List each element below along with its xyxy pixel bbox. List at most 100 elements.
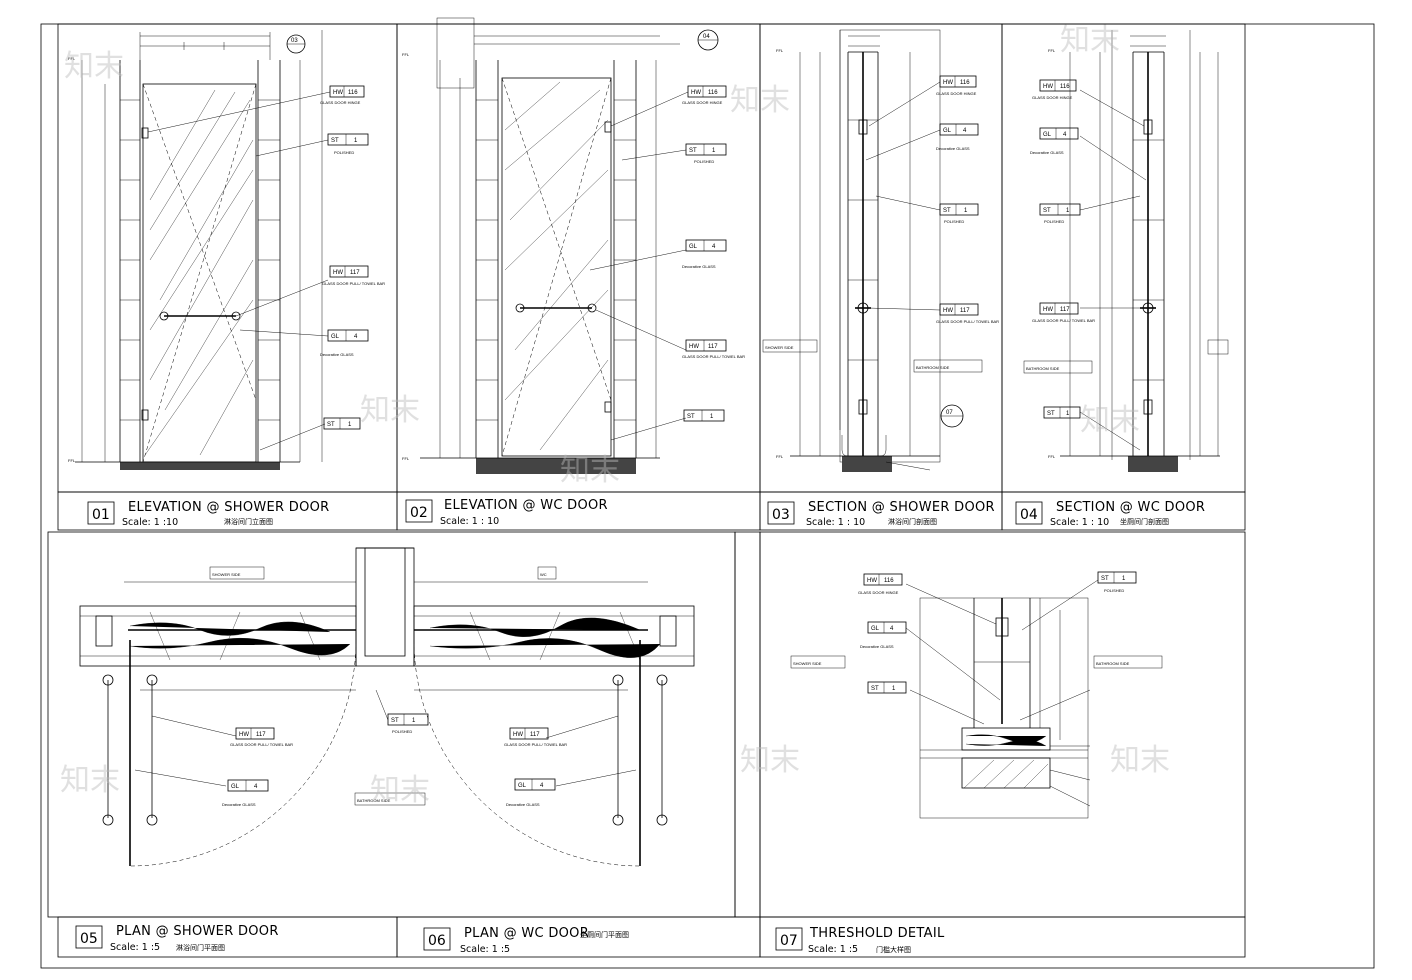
p03-tag-hw117: HW 117 GLASS DOOR PULL/ TOWEL BAR xyxy=(936,303,999,324)
svg-text:Scale: 1 :5: Scale: 1 :5 xyxy=(110,942,160,953)
svg-text:ST: ST xyxy=(327,422,335,428)
bottom-row-frames xyxy=(47,531,1246,958)
svg-text:HW: HW xyxy=(1043,84,1053,90)
svg-text:FFL: FFL xyxy=(1048,48,1056,53)
p03-tag-gl4: GL 4 Decorative GLASS xyxy=(936,123,979,151)
svg-text:GL: GL xyxy=(943,128,952,134)
panel-01-drawing: 03 xyxy=(68,30,385,470)
p07-tag-st1: ST 1 POLISHED xyxy=(1097,571,1137,593)
svg-text:ST: ST xyxy=(331,138,339,144)
svg-text:PLAN @ SHOWER DOOR: PLAN @ SHOWER DOOR xyxy=(116,924,279,939)
svg-text:1: 1 xyxy=(712,148,716,154)
svg-text:HW: HW xyxy=(333,90,343,96)
panel-02-drawing: 04 xyxy=(402,17,745,474)
svg-text:ST: ST xyxy=(1101,576,1109,582)
callout-03-label: 03 xyxy=(291,38,298,44)
svg-text:06: 06 xyxy=(428,933,446,949)
svg-text:PLAN @ WC DOOR: PLAN @ WC DOOR xyxy=(464,926,589,941)
title-block-01: 01 ELEVATION @ SHOWER DOOR Scale: 1 :10 … xyxy=(87,500,329,528)
svg-text:POLISHED: POLISHED xyxy=(694,159,714,164)
svg-text:POLISHED: POLISHED xyxy=(334,150,354,155)
svg-text:GLASS DOOR HINGE: GLASS DOOR HINGE xyxy=(936,91,977,96)
p06-tag-hw117: HW 117 GLASS DOOR PULL/ TOWEL BAR xyxy=(504,727,567,747)
p05-tag-gl4: GL 4 Decorative GLASS xyxy=(222,779,269,807)
svg-text:Decorative GLASS: Decorative GLASS xyxy=(936,146,970,151)
p04-tag-hw116: HW 116 GLASS DOOR HINGE xyxy=(1032,79,1077,100)
svg-text:知末: 知末 xyxy=(370,773,430,808)
svg-text:GLASS DOOR HINGE: GLASS DOOR HINGE xyxy=(682,100,723,105)
svg-text:门槛大样图: 门槛大样图 xyxy=(876,945,911,954)
p03-tag-st1: ST 1 POLISHED xyxy=(939,203,979,224)
p01-tag-st1b: ST 1 xyxy=(323,417,361,430)
title-block-02: 02 ELEVATION @ WC DOOR Scale: 1 : 10 xyxy=(405,498,608,527)
svg-text:04: 04 xyxy=(1020,507,1038,523)
svg-text:知末: 知末 xyxy=(1110,743,1170,778)
svg-text:知末: 知末 xyxy=(1060,23,1120,58)
svg-text:Decorative GLASS: Decorative GLASS xyxy=(222,802,256,807)
svg-text:4: 4 xyxy=(254,784,258,790)
p02-tag-hw116: HW 116 GLASS DOOR HINGE xyxy=(682,85,727,105)
panel-04-drawing: FFL FFL HW 116 GLASS DOOR HINGE GL 4 Dec… xyxy=(1023,30,1229,472)
sheet-frame xyxy=(40,23,1375,969)
svg-text:HW: HW xyxy=(691,90,701,96)
p03-tag-hw116: HW 116 GLASS DOOR HINGE xyxy=(936,75,977,96)
svg-text:Decorative GLASS: Decorative GLASS xyxy=(682,264,716,269)
svg-text:Decorative GLASS: Decorative GLASS xyxy=(1030,150,1064,155)
watermarks: 知末 知末 知末 知末 知末 知末 知末 知末 知末 知末 xyxy=(60,23,1170,808)
svg-text:HW: HW xyxy=(1043,307,1053,313)
svg-text:02: 02 xyxy=(410,505,428,521)
svg-text:GL: GL xyxy=(871,626,880,632)
svg-text:1: 1 xyxy=(1066,411,1070,417)
svg-text:1: 1 xyxy=(710,414,714,420)
svg-text:SECTION @ WC DOOR: SECTION @ WC DOOR xyxy=(1056,500,1205,515)
svg-text:ST: ST xyxy=(391,718,399,724)
panel-05-06-drawing: SHOWER SIDE WC xyxy=(79,547,695,867)
p05-tag-hw117: HW 117 GLASS DOOR PULL/ TOWEL BAR xyxy=(230,727,293,747)
svg-text:GLASS DOOR HINGE: GLASS DOOR HINGE xyxy=(320,100,361,105)
svg-text:SHOWER SIDE: SHOWER SIDE xyxy=(793,661,822,666)
svg-text:HW: HW xyxy=(513,732,523,738)
svg-text:淋浴间门立面图: 淋浴间门立面图 xyxy=(224,517,273,526)
title-block-04: 04 SECTION @ WC DOOR Scale: 1 : 10 坐厕间门剖… xyxy=(1015,500,1205,528)
svg-text:Decorative GLASS: Decorative GLASS xyxy=(860,644,894,649)
p04-tag-st1: ST 1 POLISHED xyxy=(1039,203,1081,224)
svg-text:知末: 知末 xyxy=(560,453,620,488)
svg-text:03: 03 xyxy=(772,507,790,523)
svg-text:淋浴间门剖面图: 淋浴间门剖面图 xyxy=(888,517,937,526)
svg-text:知末: 知末 xyxy=(740,743,800,778)
panel-07-drawing: HW 116 GLASS DOOR HINGE ST 1 POLISHED GL… xyxy=(790,571,1163,819)
svg-text:GL: GL xyxy=(518,783,527,789)
svg-text:HW: HW xyxy=(239,732,249,738)
svg-text:GL: GL xyxy=(1043,132,1052,138)
svg-text:1: 1 xyxy=(1122,576,1126,582)
svg-text:GLASS DOOR PULL/ TOWEL BAR: GLASS DOOR PULL/ TOWEL BAR xyxy=(322,281,385,286)
svg-text:117: 117 xyxy=(350,270,360,276)
svg-text:知末: 知末 xyxy=(64,49,124,84)
p01-tag-hw117: HW 117 GLASS DOOR PULL/ TOWEL BAR xyxy=(322,265,385,286)
svg-text:Scale: 1 : 10: Scale: 1 : 10 xyxy=(1050,517,1109,528)
svg-text:FFL: FFL xyxy=(776,454,784,459)
svg-text:HW: HW xyxy=(943,308,953,314)
svg-text:1: 1 xyxy=(354,138,358,144)
svg-text:117: 117 xyxy=(708,344,718,350)
panel-03-drawing: FFL FFL 07 HW 116 GLASS DOOR HINGE GL 4 … xyxy=(762,29,999,472)
callout-07-label: 07 xyxy=(946,410,953,416)
svg-text:116: 116 xyxy=(960,80,970,86)
svg-text:ST: ST xyxy=(871,686,879,692)
p02-tag-gl4: GL 4 Decorative GLASS xyxy=(682,239,727,269)
p01-tag-hw116: HW 116 GLASS DOOR HINGE xyxy=(320,85,365,105)
title-block-07: 07 THRESHOLD DETAIL Scale: 1 :5 门槛大样图 xyxy=(775,926,945,955)
svg-text:GLASS DOOR PULL/ TOWEL BAR: GLASS DOOR PULL/ TOWEL BAR xyxy=(1032,318,1095,323)
svg-text:1: 1 xyxy=(412,718,416,724)
p04-tag-st1b: ST 1 xyxy=(1043,406,1081,419)
svg-text:117: 117 xyxy=(1060,307,1070,313)
svg-text:知末: 知末 xyxy=(60,763,120,798)
svg-text:117: 117 xyxy=(256,732,266,738)
p02-tag-hw117: HW 117 GLASS DOOR PULL/ TOWEL BAR xyxy=(682,339,745,359)
svg-text:ST: ST xyxy=(1043,208,1051,214)
svg-text:知末: 知末 xyxy=(1080,403,1140,438)
p07-tag-gl4: GL 4 Decorative GLASS xyxy=(860,621,907,649)
p04-tag-hw117: HW 117 GLASS DOOR PULL/ TOWEL BAR xyxy=(1032,302,1095,323)
svg-text:GLASS DOOR PULL/ TOWEL BAR: GLASS DOOR PULL/ TOWEL BAR xyxy=(936,319,999,324)
